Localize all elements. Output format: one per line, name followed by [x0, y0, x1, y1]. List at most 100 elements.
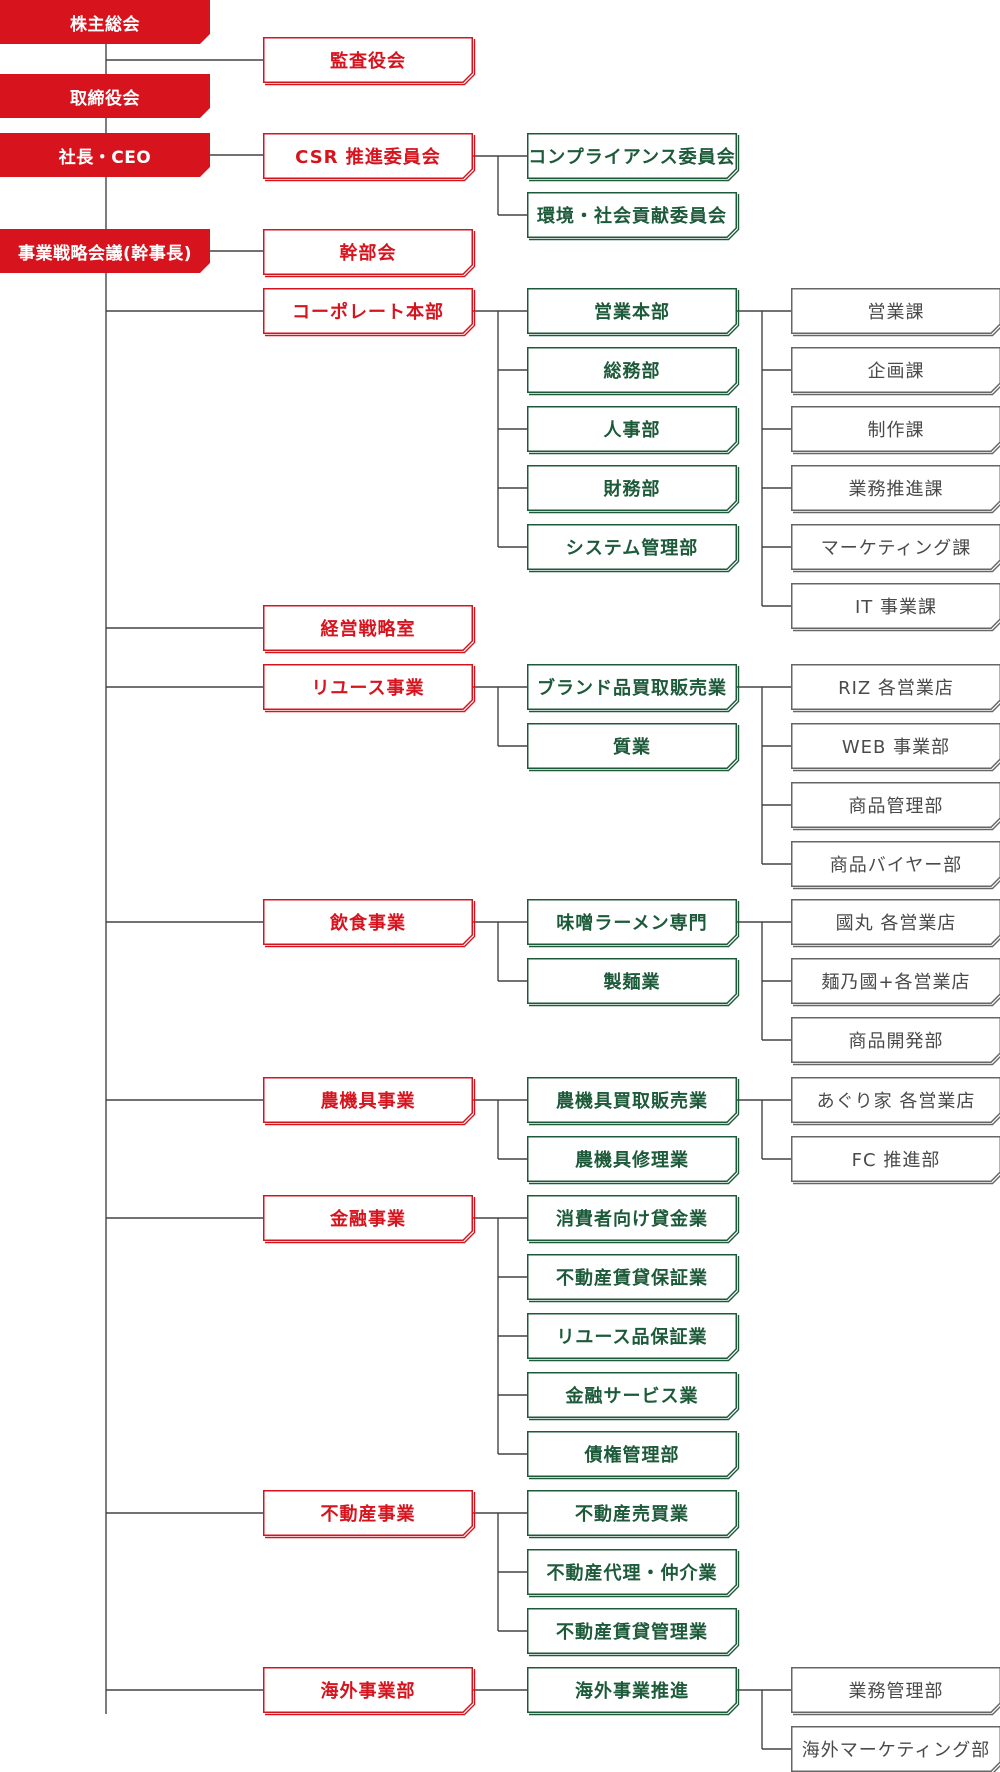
real-estate-business-box: 不動産事業 — [263, 1490, 476, 1539]
node-shape — [263, 1077, 476, 1126]
node-label: コーポレート本部 — [292, 302, 444, 323]
department-box: 不動産代理・仲介業 — [527, 1549, 740, 1598]
node-shape — [527, 664, 740, 713]
node-label: 人事部 — [603, 420, 661, 441]
node-shape — [527, 406, 740, 455]
department-box: 総務部 — [527, 347, 740, 396]
section-box: 商品開発部 — [791, 1017, 1000, 1066]
node-label: 不動産売買業 — [575, 1504, 689, 1525]
section-box: RIZ 各営業店 — [791, 664, 1000, 713]
node-shape — [791, 782, 1000, 831]
node-label: 製麺業 — [603, 972, 661, 993]
node-shape — [791, 583, 1000, 632]
ceo-box: 社長・CEO — [0, 133, 210, 177]
section-box: 商品バイヤー部 — [791, 841, 1000, 890]
board-of-directors-box: 取締役会 — [0, 74, 210, 118]
department-box: リユース品保証業 — [527, 1313, 740, 1362]
node-label: 事業戦略会議(幹事長) — [17, 243, 193, 264]
node-label: FC 推進部 — [851, 1150, 941, 1171]
department-box: 農機具修理業 — [527, 1136, 740, 1185]
node-label: 総務部 — [603, 361, 661, 382]
department-box: 質業 — [527, 723, 740, 772]
node-label: 飲食事業 — [330, 913, 406, 934]
node-shape — [263, 229, 476, 278]
node-shape — [791, 288, 1000, 337]
department-box: 不動産売買業 — [527, 1490, 740, 1539]
node-label: 商品管理部 — [848, 796, 944, 817]
node-label: ブランド品買取販売業 — [537, 678, 727, 699]
node-shape — [527, 465, 740, 514]
node-label: 麺乃國+各営業店 — [821, 972, 971, 993]
node-shape — [263, 1667, 476, 1716]
node-shape — [791, 524, 1000, 573]
node-label: 海外事業部 — [320, 1681, 416, 1702]
committee-box: コンプライアンス委員会 — [527, 133, 740, 182]
node-label: 不動産事業 — [320, 1504, 416, 1525]
node-label: RIZ 各営業店 — [838, 678, 954, 699]
node-shape — [527, 723, 740, 772]
node-shape — [527, 347, 740, 396]
reuse-business-box: リユース事業 — [263, 664, 476, 713]
node-shape — [0, 0, 210, 44]
node-shape — [527, 1313, 740, 1362]
audit-board-box: 監査役会 — [263, 37, 476, 86]
node-label: 質業 — [613, 737, 651, 758]
node-shape — [791, 465, 1000, 514]
node-shape — [791, 958, 1000, 1007]
node-label: WEB 事業部 — [841, 737, 951, 758]
department-box: 債権管理部 — [527, 1431, 740, 1480]
node-shape — [527, 1077, 740, 1126]
department-box: 人事部 — [527, 406, 740, 455]
node-shape — [263, 605, 476, 654]
node-label: 監査役会 — [330, 51, 406, 72]
farm-equipment-business-box: 農機具事業 — [263, 1077, 476, 1126]
node-label: 債権管理部 — [584, 1445, 680, 1466]
node-label: 営業課 — [867, 302, 925, 323]
node-shape — [791, 899, 1000, 948]
node-shape — [263, 1195, 476, 1244]
node-label: 幹部会 — [339, 243, 397, 264]
node-shape — [791, 1017, 1000, 1066]
csr-committee-box: CSR 推進委員会 — [263, 133, 476, 182]
node-label: 企画課 — [867, 361, 925, 382]
department-box: 財務部 — [527, 465, 740, 514]
node-label: 金融サービス業 — [565, 1386, 699, 1407]
node-shape — [527, 1667, 740, 1716]
node-shape — [263, 37, 476, 86]
node-label: 株主総会 — [70, 14, 140, 35]
corporate-hq-box: コーポレート本部 — [263, 288, 476, 337]
node-label: 不動産代理・仲介業 — [546, 1563, 718, 1584]
section-box: 制作課 — [791, 406, 1000, 455]
committee-box: 環境・社会貢献委員会 — [527, 192, 740, 241]
node-label: 商品バイヤー部 — [829, 855, 963, 876]
strategy-council-box: 事業戦略会議(幹事長) — [0, 229, 210, 273]
node-label: 財務部 — [603, 479, 661, 500]
node-shape — [527, 1254, 740, 1303]
node-label: 海外マーケティング部 — [801, 1740, 991, 1761]
node-shape — [791, 1136, 1000, 1185]
section-box: 商品管理部 — [791, 782, 1000, 831]
node-shape — [791, 347, 1000, 396]
node-label: 制作課 — [867, 420, 925, 441]
node-label: 取締役会 — [70, 88, 140, 109]
department-box: 不動産賃貸管理業 — [527, 1608, 740, 1657]
section-box: あぐり家 各営業店 — [791, 1077, 1000, 1126]
node-label: 金融事業 — [330, 1209, 406, 1230]
section-box: 業務推進課 — [791, 465, 1000, 514]
node-shape — [527, 899, 740, 948]
department-box: 営業本部 — [527, 288, 740, 337]
node-shape — [263, 133, 476, 182]
node-shape — [263, 1490, 476, 1539]
node-shape — [527, 288, 740, 337]
node-shape — [527, 1490, 740, 1539]
node-shape — [527, 1195, 740, 1244]
node-shape — [527, 524, 740, 573]
node-label: CSR 推進委員会 — [295, 147, 441, 168]
node-label: 農機具修理業 — [575, 1150, 689, 1171]
node-label: 味噌ラーメン専門 — [556, 913, 708, 934]
node-label: システム管理部 — [565, 538, 699, 559]
node-label: 営業本部 — [594, 302, 670, 323]
node-label: 環境・社会貢献委員会 — [537, 206, 727, 227]
